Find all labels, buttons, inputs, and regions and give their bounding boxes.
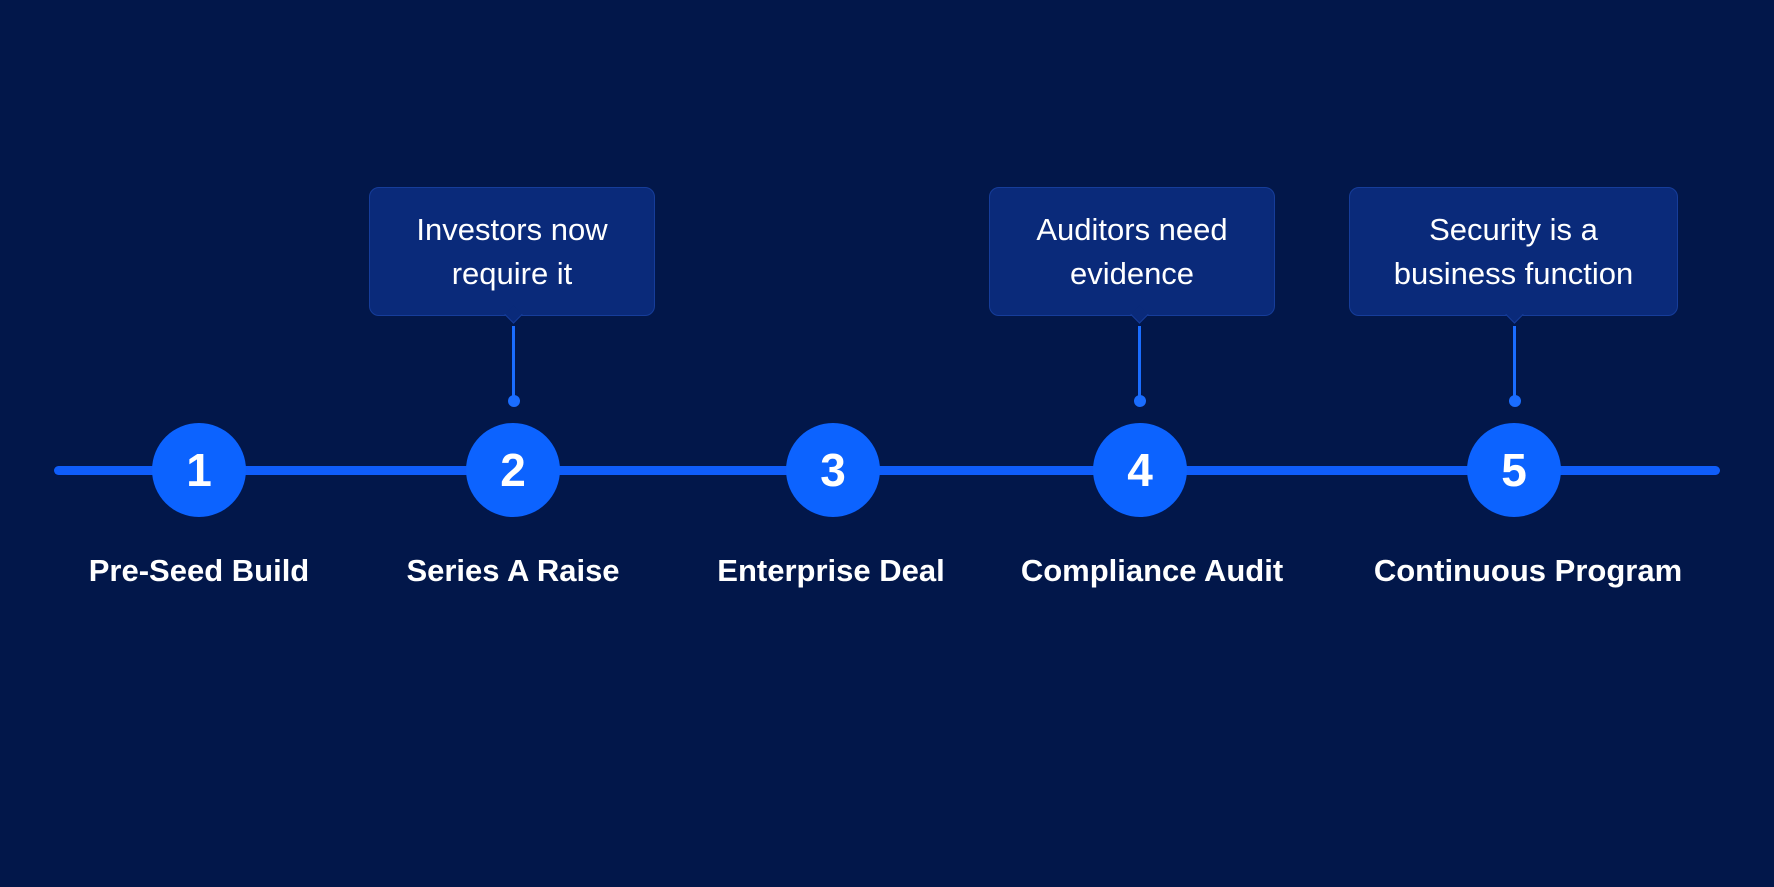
- connector-step-5: [1513, 326, 1516, 399]
- step-5-label: Continuous Program: [1373, 553, 1683, 588]
- step-3-label: Enterprise Deal: [717, 553, 945, 588]
- connector-dot-step-2: [508, 395, 520, 407]
- callout-step-5: Security is a business function: [1349, 187, 1678, 316]
- step-3-node: 3: [786, 423, 880, 517]
- callout-step-2-line-2: require it: [451, 255, 573, 291]
- timeline-track: [54, 466, 1720, 475]
- step-2-label: Series A Raise: [406, 553, 620, 588]
- callout-step-5-line-1: Security is a: [1429, 211, 1598, 247]
- step-1-label: Pre-Seed Build: [88, 553, 310, 588]
- callout-step-5-text: Security is a business function: [1394, 208, 1634, 296]
- callout-step-4-line-1: Auditors need: [1036, 211, 1228, 247]
- connector-step-4: [1138, 326, 1141, 399]
- callout-step-4: Auditors need evidence: [989, 187, 1275, 316]
- step-4-node: 4: [1093, 423, 1187, 517]
- step-5-node: 5: [1467, 423, 1561, 517]
- step-2-node: 2: [466, 423, 560, 517]
- callout-step-2-line-1: Investors now: [416, 211, 608, 247]
- callout-step-4-text: Auditors need evidence: [1036, 208, 1227, 296]
- step-1-node: 1: [152, 423, 246, 517]
- callout-step-5-line-2: business function: [1393, 255, 1634, 291]
- connector-dot-step-4: [1134, 395, 1146, 407]
- connector-dot-step-5: [1509, 395, 1521, 407]
- callout-step-2-text: Investors now require it: [416, 208, 607, 296]
- callout-step-4-line-2: evidence: [1069, 255, 1195, 291]
- step-4-label: Compliance Audit: [1020, 553, 1284, 588]
- callout-step-2: Investors now require it: [369, 187, 655, 316]
- connector-step-2: [512, 326, 515, 399]
